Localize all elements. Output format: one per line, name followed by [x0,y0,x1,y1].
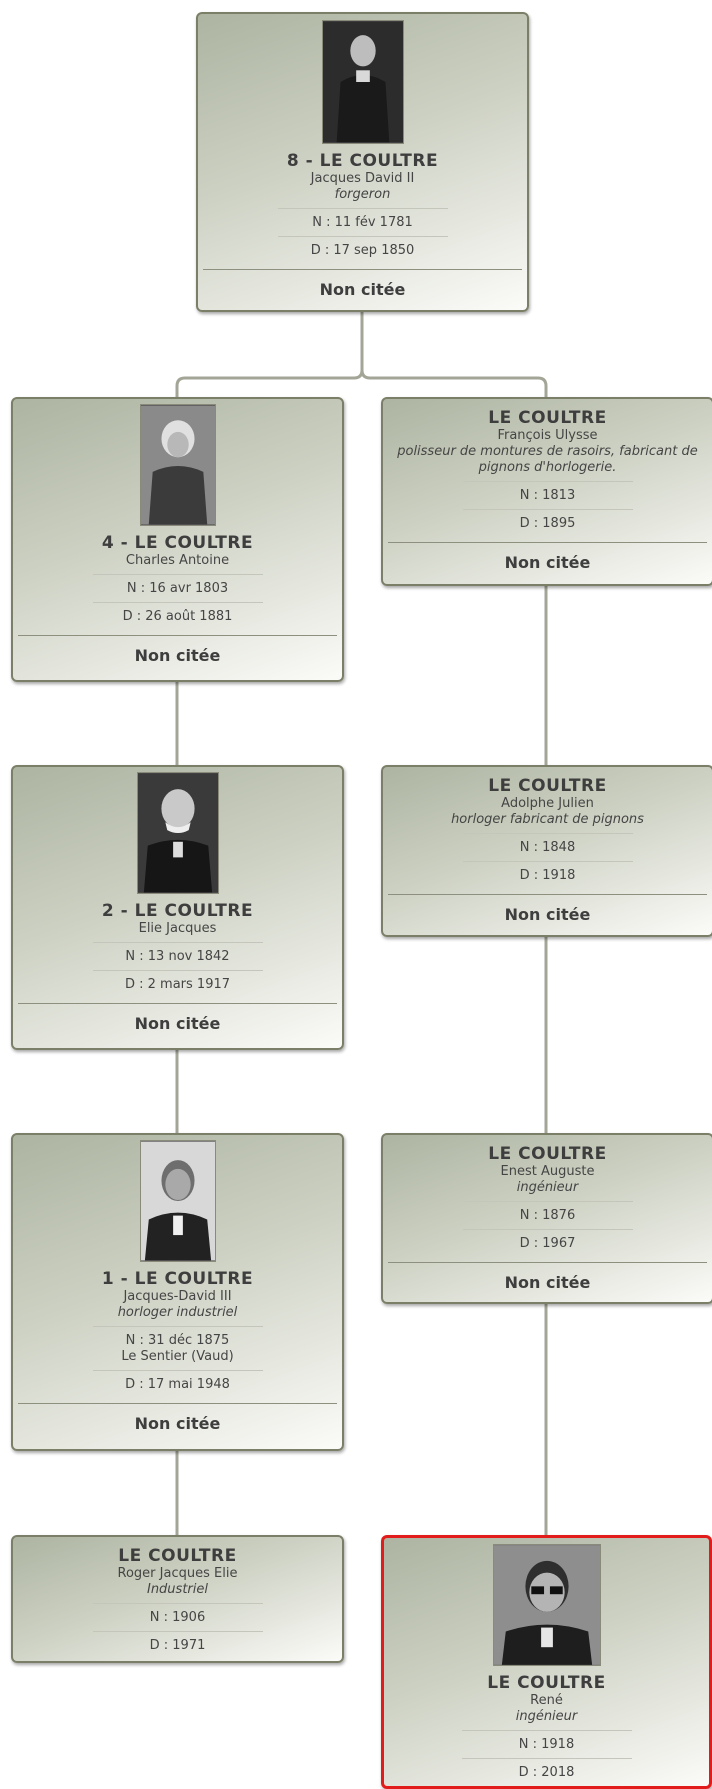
birth-date: N : 1918 [518,1737,575,1752]
person-card-4[interactable]: 4 - LE COULTRE Charles Antoine N : 16 av… [11,397,344,682]
portrait-photo [139,404,216,526]
connector-8-split [175,312,364,398]
death-date: D : 2 mars 1917 [124,977,231,992]
person-card-8[interactable]: 8 - LE COULTRE Jacques David II forgeron… [196,12,529,312]
occupation: polisseur de montures de rasoirs, fabric… [397,444,698,475]
person-card-enest-auguste[interactable]: LE COULTRE Enest Auguste ingénieur N : 1… [381,1133,712,1304]
given-names: Jacques David II [310,171,415,186]
divider [92,574,263,575]
occupation: ingénieur [515,1709,578,1724]
death-date: D : 17 mai 1948 [125,1377,230,1392]
divider [277,236,448,237]
birth-date: N : 31 déc 1875 [125,1333,230,1348]
person-card-rene[interactable]: LE COULTRE René ingénieur N : 1918 D : 2… [381,1535,712,1789]
connector-8-right [360,369,548,398]
occupation: horloger fabricant de pignons [451,812,644,827]
footer-divider [388,894,707,895]
citation-status: Non citée [504,1273,591,1292]
citation-status: Non citée [134,646,221,665]
divider [461,1758,632,1759]
divider [462,1201,633,1202]
footer-divider [388,542,707,543]
divider [92,1370,263,1371]
death-date: D : 2018 [518,1765,575,1780]
divider [92,1631,263,1632]
given-names: Elie Jacques [138,921,217,936]
person-name: LE COULTRE [488,1144,607,1164]
person-name: LE COULTRE [488,408,607,428]
divider [92,1603,263,1604]
divider [462,481,633,482]
citation-status: Non citée [134,1014,221,1033]
portrait-photo [492,1544,601,1666]
given-names: Enest Auguste [500,1164,595,1179]
birth-date: N : 13 nov 1842 [125,949,230,964]
birth-date: N : 1876 [519,1208,576,1223]
footer-divider [18,1003,337,1004]
person-card-2[interactable]: 2 - LE COULTRE Elie Jacques N : 13 nov 1… [11,765,344,1050]
portrait-photo [136,772,219,894]
divider [462,1229,633,1230]
given-names: Charles Antoine [125,553,230,568]
person-name: 2 - LE COULTRE [101,901,254,921]
death-date: D : 1971 [149,1638,206,1653]
death-date: D : 1967 [519,1236,576,1251]
birth-date: N : 1813 [519,488,576,503]
occupation: ingénieur [516,1180,579,1195]
footer-divider [388,1262,707,1263]
person-name: LE COULTRE [487,1673,606,1693]
person-card-1[interactable]: 1 - LE COULTRE Jacques-David III horloge… [11,1133,344,1451]
divider [462,509,633,510]
birth-date: N : 16 avr 1803 [126,581,229,596]
footer-divider [18,635,337,636]
death-date: D : 26 août 1881 [122,609,233,624]
person-name: LE COULTRE [488,776,607,796]
divider [462,833,633,834]
occupation: horloger industriel [117,1305,238,1320]
person-card-francois-ulysse[interactable]: LE COULTRE François Ulysse polisseur de … [381,397,712,586]
divider [92,942,263,943]
divider [462,861,633,862]
citation-status: Non citée [134,1414,221,1433]
citation-status: Non citée [319,280,406,299]
divider [461,1730,632,1731]
death-date: D : 1918 [519,868,576,883]
given-names: Jacques-David III [123,1289,232,1304]
divider [92,970,263,971]
person-name: 8 - LE COULTRE [286,151,439,171]
given-names: René [530,1693,563,1708]
death-date: D : 17 sep 1850 [310,243,415,258]
divider [92,1326,263,1327]
person-name: 4 - LE COULTRE [101,533,254,553]
person-name: LE COULTRE [118,1546,237,1566]
portrait-photo [139,1140,216,1262]
portrait-photo [321,20,404,144]
citation-status: Non citée [504,905,591,924]
person-card-roger-jacques-elie[interactable]: LE COULTRE Roger Jacques Elie Industriel… [11,1535,344,1663]
given-names: François Ulysse [497,428,598,443]
footer-divider [203,269,522,270]
occupation: Industriel [146,1582,208,1597]
birth-date: N : 11 fév 1781 [312,215,413,230]
given-names: Adolphe Julien [501,796,594,811]
person-card-adolphe-julien[interactable]: LE COULTRE Adolphe Julien horloger fabri… [381,765,712,937]
divider [92,602,263,603]
birth-date: N : 1906 [149,1610,206,1625]
divider [277,208,448,209]
occupation: forgeron [334,187,391,202]
birth-date: N : 1848 [519,840,576,855]
footer-divider [18,1403,337,1404]
birth-place: Le Sentier (Vaud) [121,1349,234,1364]
citation-status: Non citée [504,553,591,572]
person-name: 1 - LE COULTRE [101,1269,254,1289]
given-names: Roger Jacques Elie [117,1566,238,1581]
death-date: D : 1895 [519,516,576,531]
